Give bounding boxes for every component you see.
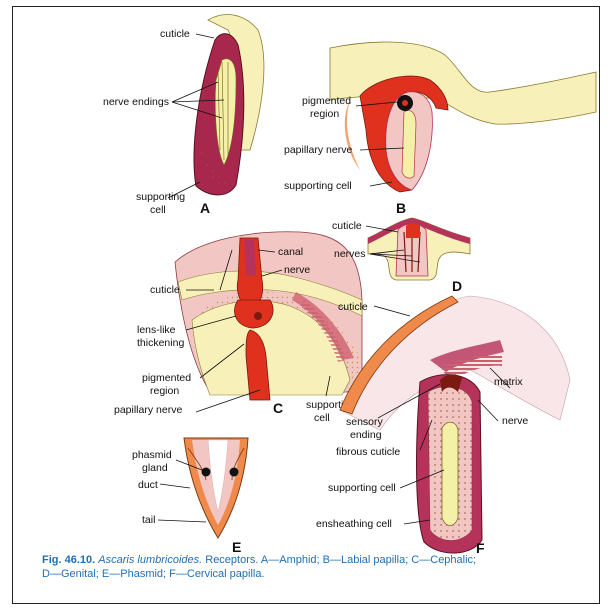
label-a-supporting-cell-2: cell	[150, 204, 166, 216]
label-b-pigmented-1: pigmented	[302, 95, 351, 107]
label-c-nerve: nerve	[284, 264, 310, 276]
label-b-papillary-nerve: papillary nerve	[284, 144, 352, 156]
label-c-pigmented-2: region	[150, 385, 179, 397]
label-f-nerve: nerve	[502, 415, 528, 427]
label-c-pigmented-1: pigmented	[142, 372, 191, 384]
label-f-ensheathing-cell: ensheathing cell	[316, 518, 392, 530]
caption-text-line1: Receptors. A—Amphid; B—Labial papilla; C…	[205, 554, 476, 566]
label-f-cuticle: cuticle	[338, 301, 368, 313]
caption-text-line2: D—Genital; E—Phasmid; F—Cervical papilla…	[42, 568, 265, 580]
caption-species: Ascaris lumbricoides.	[98, 554, 202, 566]
panel-b-letter: B	[396, 200, 406, 216]
label-c-canal: canal	[278, 246, 303, 258]
label-f-fibrous-cuticle: fibrous cuticle	[336, 446, 400, 458]
panel-a-letter: A	[200, 200, 210, 216]
panel-e-phasmid: phasmid gland duct tail E	[132, 438, 248, 555]
label-a-nerve-endings: nerve endings	[103, 96, 169, 108]
label-f-sensory-1: sensory	[346, 416, 384, 428]
figure-caption: Fig. 46.10. Ascaris lumbricoides. Recept…	[42, 553, 600, 581]
label-e-duct: duct	[138, 479, 158, 491]
panel-c-cephalic: canal nerve cuticle lens-like thickening…	[114, 232, 362, 424]
label-c-supporting-2: cell	[314, 412, 330, 424]
panel-a-amphid: cuticle nerve endings supporting cell A	[103, 15, 264, 216]
label-e-tail: tail	[142, 514, 155, 526]
label-e-phasmid-1: phasmid	[132, 449, 172, 461]
label-d-nerves: nerves	[334, 248, 366, 260]
label-b-pigmented-2: region	[310, 108, 339, 120]
panel-d-letter: D	[452, 278, 462, 294]
label-c-cuticle: cuticle	[150, 284, 180, 296]
panel-e-phasmid-gland-right	[230, 468, 239, 477]
label-c-papillary-nerve: papillary nerve	[114, 404, 182, 416]
caption-figure-number: Fig. 46.10.	[42, 554, 95, 566]
label-b-supporting-cell: supporting cell	[284, 180, 352, 192]
label-d-cuticle: cuticle	[332, 220, 362, 232]
panel-b-labial-papilla: pigmented region papillary nerve support…	[284, 42, 596, 216]
label-a-cuticle: cuticle	[160, 28, 190, 40]
label-f-matrix: matrix	[494, 376, 523, 388]
label-c-lens-1: lens-like	[137, 324, 176, 336]
label-c-lens-2: thickening	[137, 337, 184, 349]
panel-c-letter: C	[273, 400, 283, 416]
panel-e-phasmid-gland-left	[202, 468, 211, 477]
label-f-sensory-2: ending	[350, 429, 382, 441]
label-f-supporting-cell: supporting cell	[328, 482, 396, 494]
label-e-phasmid-2: gland	[142, 462, 168, 474]
label-a-supporting-cell-1: supporting	[136, 191, 185, 203]
